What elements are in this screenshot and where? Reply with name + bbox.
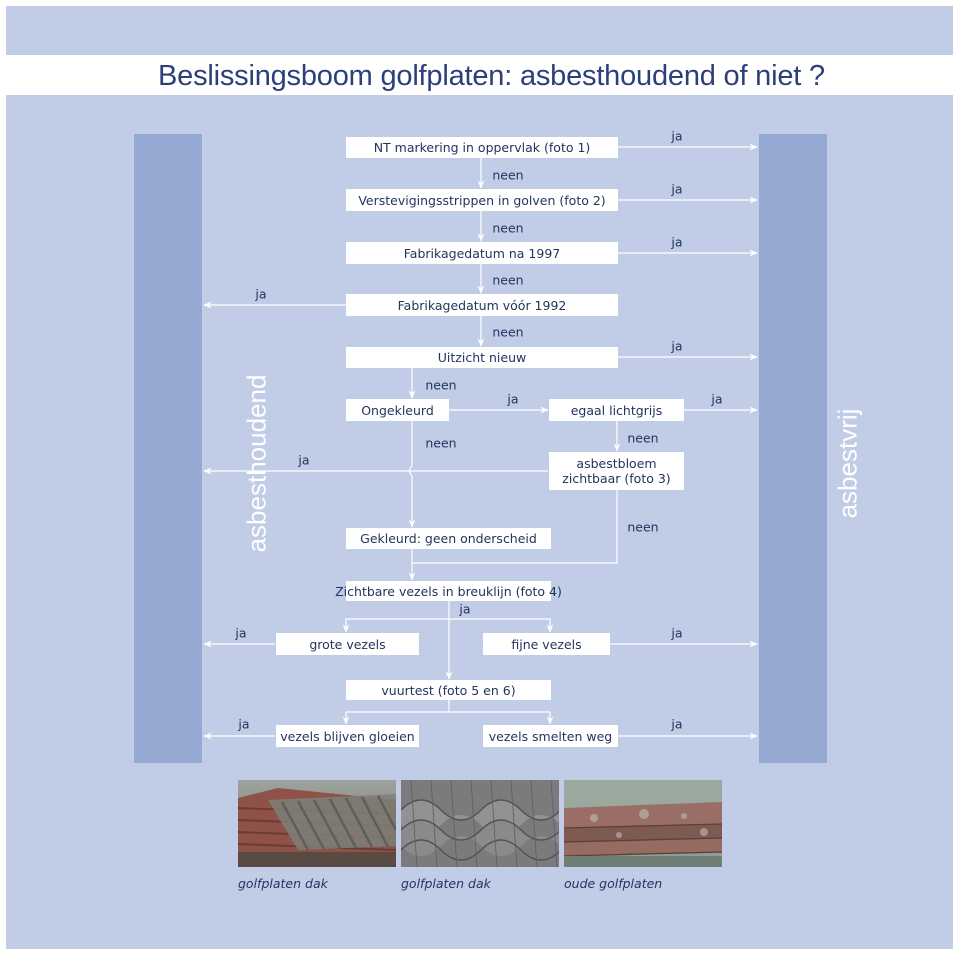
edge-label-ja: ja [671,338,683,354]
box-asbestbloem-line2: zichtbaar [562,471,621,486]
box-egaal-lichtgrijs: egaal lichtgrijs [549,399,684,421]
edge-label-ja: ja [671,128,683,144]
box-zichtbare-vezels-ref: (foto 4) [515,583,562,599]
edge-label-neen: neen [627,519,659,535]
box-zichtbare-vezels-text: Zichtbare vezels in breuklijn [335,583,512,599]
photo-roof-1 [238,780,396,867]
edge-label-ja: ja [671,234,683,250]
page-title: Beslissingsboom golfplaten: asbesthouden… [158,60,825,92]
edge-label-ja: ja [671,625,683,641]
edge-label-neen: neen [425,435,457,451]
edge-label-ja: ja [459,601,471,617]
box-grote-vezels: grote vezels [276,633,419,655]
connector-asbestbloem-neen [412,490,618,564]
connector-split-fijne [449,618,554,633]
box-nt-markering: NT markering in oppervlak (foto 1) [346,137,618,158]
box-vuurtest: vuurtest (foto 5 en 6) [346,680,551,700]
connector-vuur-gloeien [342,700,450,725]
edge-label-ja: ja [671,181,683,197]
box-fabrikagedatum-voor: Fabrikagedatum vóór 1992 [346,294,618,316]
box-fijne-vezels: fijne vezels [483,633,610,655]
sidebar-asbesthoudend [134,134,202,763]
photo-old-sheets [564,780,722,867]
box-gekleurd: Gekleurd: geen onderscheid [346,528,551,549]
connector-bridge [408,465,413,477]
edge-label-neen: neen [425,377,457,393]
edge-label-neen: neen [492,167,524,183]
connector-vuur-smelten [449,711,554,725]
box-fabrikagedatum-na: Fabrikagedatum na 1997 [346,242,618,264]
edge-label-ja: ja [255,286,267,302]
edge-label-ja: ja [711,391,723,407]
edge-label-ja: ja [298,452,310,468]
box-vezels-gloeien: vezels blijven gloeien [276,725,419,747]
edge-label-ja: ja [235,625,247,641]
box-vuurtest-ref: (foto 5 en 6) [437,682,516,698]
sidebar-asbestvrij [759,134,827,763]
box-verstevigingsstrippen-text: Verstevigingsstrippen in golven [358,192,556,208]
box-asbestbloem-line1: asbestbloem [576,456,657,471]
edge-label-neen: neen [492,324,524,340]
edge-label-ja: ja [671,716,683,732]
box-nt-markering-text: NT markering in oppervlak [373,140,541,155]
photo-caption: oude golfplaten [564,876,663,891]
box-ongekleurd: Ongekleurd [346,399,449,421]
edge-label-neen: neen [492,220,524,236]
box-nt-markering-ref: (foto 1) [544,140,591,155]
box-asbestbloem-ref: (foto 3) [624,471,671,486]
box-asbestbloem: asbestbloem zichtbaar (foto 3) [549,452,684,490]
edge-label-ja: ja [507,391,519,407]
edge-label-ja: ja [238,716,250,732]
edge-label-neen: neen [627,430,659,446]
box-vezels-smelten: vezels smelten weg [483,725,618,747]
edge-label-neen: neen [492,272,524,288]
box-verstevigingsstrippen: Verstevigingsstrippen in golven (foto 2) [346,189,618,211]
photo-caption: golfplaten dak [238,876,328,891]
photo-caption: golfplaten dak [401,876,491,891]
box-uitzicht-nieuw: Uitzicht nieuw [346,347,618,368]
box-vuurtest-text: vuurtest [381,682,434,698]
box-verstevigingsstrippen-ref: (foto 2) [559,192,606,208]
connector-split-grote [342,618,449,633]
title-band [6,55,953,95]
photo-roof-2 [401,780,559,867]
box-zichtbare-vezels: Zichtbare vezels in breuklijn (foto 4) [335,581,562,601]
box-asbestbloem-line2-wrap: zichtbaar (foto 3) [562,471,670,486]
